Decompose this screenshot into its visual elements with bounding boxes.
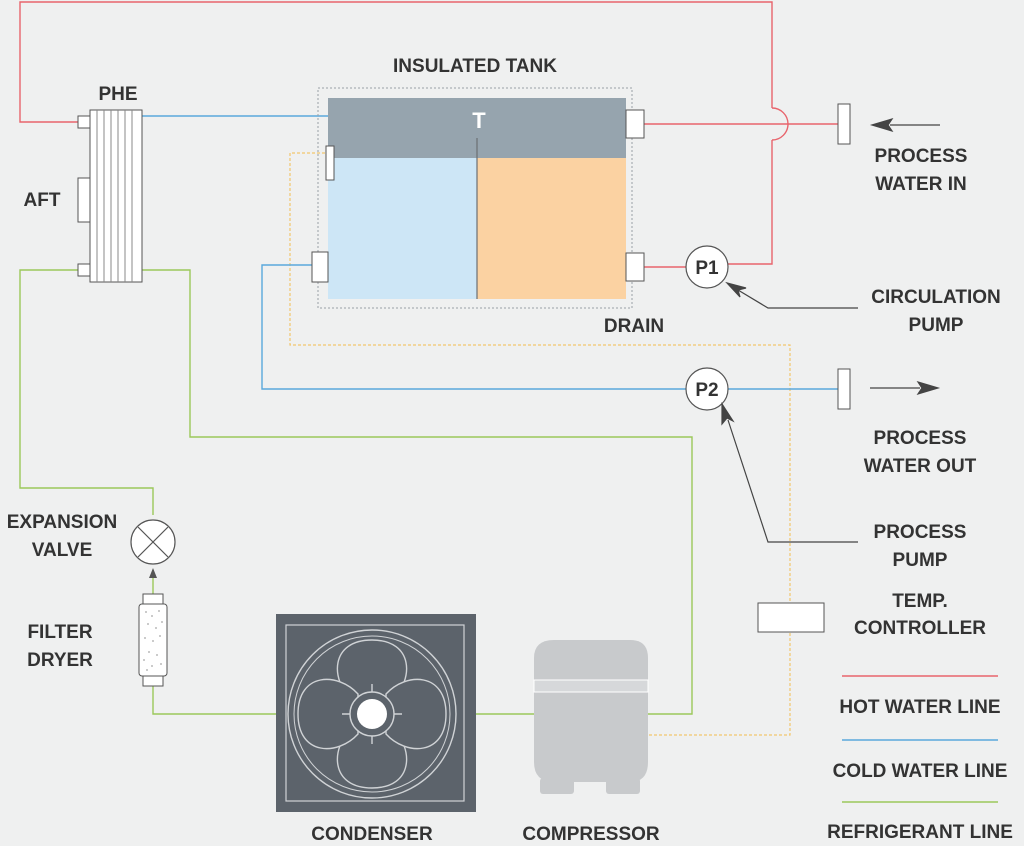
tank-port-hot-out [625, 252, 645, 282]
temp-controller-box [757, 602, 825, 633]
tank-port-cold-in [311, 251, 329, 283]
phe-body [89, 109, 143, 283]
filter-dryer-label-1: FILTER [27, 622, 92, 643]
condenser-label: CONDENSER [311, 824, 433, 845]
process-water-out-label-1: PROCESS [874, 428, 967, 449]
process-pump-label-1: PROCESS [874, 522, 967, 543]
circulation-pump-label-1: CIRCULATION [871, 287, 1000, 308]
phe-plates [96, 110, 133, 282]
signal-lines [289, 152, 791, 736]
annotation-arrows [721, 117, 941, 543]
filter-dryer-label-2: DRYER [27, 650, 93, 671]
process-pump-leader [727, 419, 858, 543]
phe-label: PHE [98, 84, 137, 105]
compressor-label: COMPRESSOR [522, 824, 660, 845]
circulation-pump-label-2: PUMP [909, 315, 964, 336]
aft-label: AFT [24, 190, 61, 211]
tank-label: INSULATED TANK [393, 56, 557, 77]
legend: HOT WATER LINE COLD WATER LINE REFRIGERA… [827, 675, 1013, 843]
circulation-pump-leader [737, 289, 858, 309]
compressor [533, 640, 649, 794]
hot-line-to-p1 [728, 140, 773, 265]
tank-port-hot-in [625, 109, 645, 139]
process-water-in-label-2: WATER IN [875, 174, 966, 195]
temp-controller-label-2: CONTROLLER [854, 618, 986, 639]
hot-line-phe-return [19, 1, 773, 123]
hot-water-lines [19, 1, 838, 268]
cold-water-lines [142, 115, 838, 390]
tank-insulation-outline [317, 87, 633, 309]
legend-label-refrigerant: REFRIGERANT LINE [827, 822, 1013, 843]
refrigerant-phe-to-compressor [142, 269, 693, 715]
tank-cold-section [328, 158, 477, 299]
pump-p2-label: P2 [695, 380, 718, 401]
legend-label-cold: COLD WATER LINE [833, 761, 1008, 782]
drain-label: DRAIN [604, 316, 664, 337]
expansion-valve-label-1: EXPANSION [7, 512, 118, 533]
phe-aft-connection [77, 177, 91, 223]
flow-arrow-filter-to-valve [149, 568, 157, 578]
tank-hot-section [477, 158, 626, 299]
expansion-valve [130, 519, 176, 565]
tank-level-sensor [325, 145, 335, 181]
filter-dryer [138, 593, 168, 687]
refrigerant-filter-to-condenser [152, 686, 276, 715]
expansion-valve-label-2: VALVE [32, 540, 93, 561]
process-water-in-label-1: PROCESS [875, 146, 968, 167]
refrigerant-lines [19, 269, 693, 715]
pump-p1: P1 [685, 245, 729, 289]
refrigerant-phe-to-valve [19, 269, 154, 515]
process-water-out-port [837, 368, 851, 410]
cold-line-tank-p2 [261, 264, 686, 390]
pump-p1-label: P1 [695, 258, 719, 279]
process-water-in-port [837, 103, 851, 145]
process-pump-label-2: PUMP [893, 550, 948, 571]
condenser-fan-blades [297, 639, 447, 789]
temp-controller-label-1: TEMP. [892, 591, 948, 612]
insulated-tank: T [311, 87, 645, 309]
sensor-signal-line [289, 152, 791, 603]
phe-port-top [77, 115, 91, 129]
condenser [276, 614, 476, 812]
legend-label-hot: HOT WATER LINE [839, 697, 1000, 718]
pump-p2: P2 [685, 367, 729, 411]
plate-heat-exchanger [77, 109, 143, 283]
phe-port-bottom [77, 263, 91, 277]
tank-sensor-label: T [472, 108, 486, 133]
process-water-out-label-2: WATER OUT [864, 456, 977, 477]
compressor-control-line [648, 633, 791, 736]
